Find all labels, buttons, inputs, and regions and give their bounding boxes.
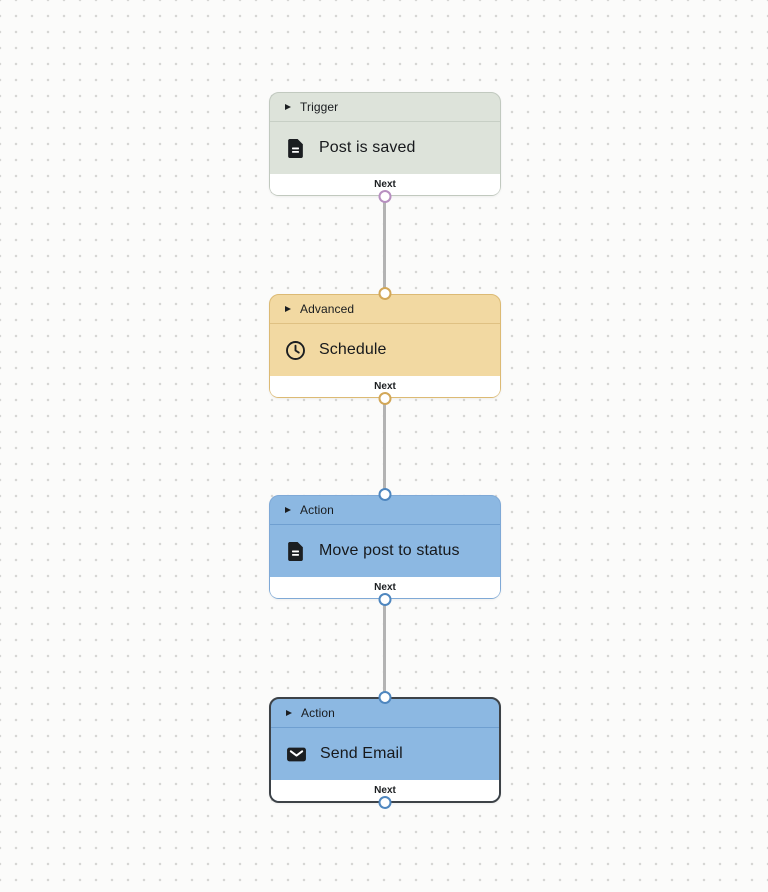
output-port[interactable] [378,190,392,203]
collapse-triangle-icon [286,710,292,716]
next-port-label: Next [374,785,396,796]
workflow-node-trigger[interactable]: Trigger Post is saved Next [269,92,501,203]
next-port-label: Next [374,179,396,190]
node-title: Post is saved [319,139,416,156]
output-port[interactable] [378,796,392,809]
document-icon [285,138,306,159]
node-title: Send Email [320,745,403,762]
input-port[interactable] [378,488,392,501]
connector-line [383,195,386,294]
node-header[interactable]: Action [270,496,500,525]
node-title: Move post to status [319,542,460,559]
document-icon [285,541,306,562]
node-category-label: Action [300,503,334,517]
node-body: Schedule [270,324,500,376]
node-body: Post is saved [270,122,500,174]
node-category-label: Advanced [300,302,355,316]
next-port-label: Next [374,381,396,392]
next-port-label: Next [374,582,396,593]
input-port[interactable] [378,287,392,300]
node-footer: Next [270,577,500,598]
node-footer: Next [270,376,500,397]
node-header[interactable]: Advanced [270,295,500,324]
workflow-node-move-post[interactable]: Action Move post to status Next [269,488,501,606]
envelope-icon [286,744,307,765]
output-port[interactable] [378,392,392,405]
node-body: Send Email [271,728,499,780]
input-port[interactable] [378,691,392,704]
node-category-label: Trigger [300,100,339,114]
workflow-node-send-email[interactable]: Action Send Email Next [269,691,501,809]
node-footer: Next [271,780,499,801]
node-header[interactable]: Trigger [270,93,500,122]
node-body: Move post to status [270,525,500,577]
node-category-label: Action [301,706,335,720]
connector-line [383,598,386,697]
collapse-triangle-icon [285,306,291,312]
node-title: Schedule [319,341,387,358]
collapse-triangle-icon [285,104,291,110]
node-header[interactable]: Action [271,699,499,728]
clock-icon [285,340,306,361]
connector-line [383,397,386,495]
output-port[interactable] [378,593,392,606]
collapse-triangle-icon [285,507,291,513]
workflow-node-schedule[interactable]: Advanced Schedule Next [269,287,501,405]
node-footer: Next [270,174,500,195]
